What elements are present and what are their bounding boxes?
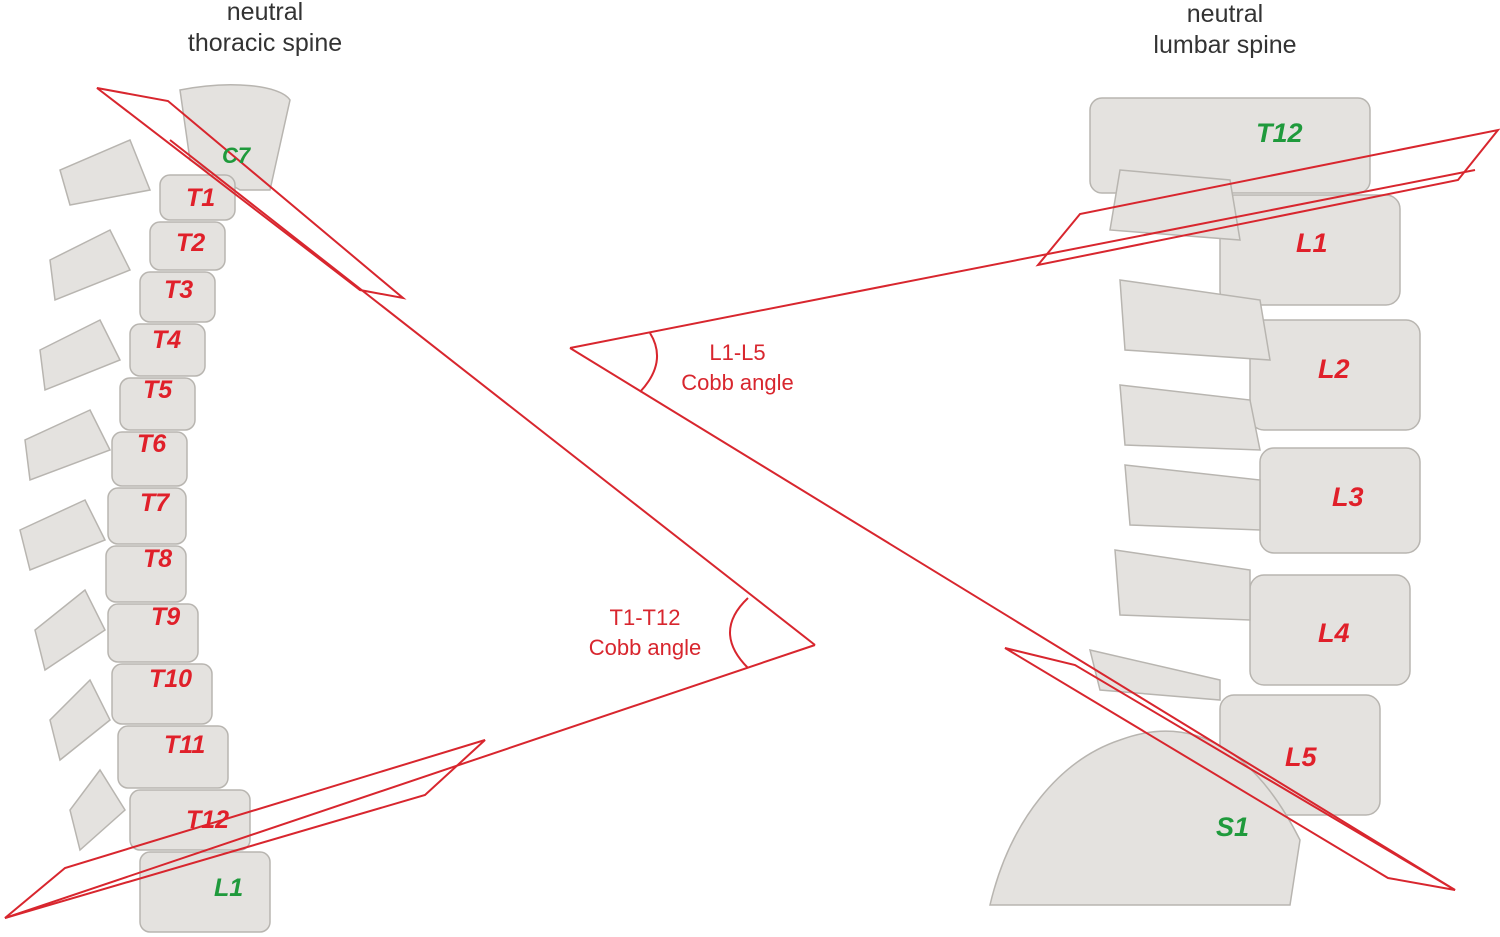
- t1-endplate-line: [169, 139, 816, 646]
- vertebra-label-l1-left: L1: [214, 874, 244, 902]
- left-title-line1: neutral: [226, 0, 304, 26]
- vertebra-label-t12-right: T12: [1256, 118, 1303, 148]
- vertebra-label-t9: T9: [151, 603, 181, 631]
- lumbar-spine-illustration: [989, 97, 1421, 906]
- thoracic-spine-illustration: [19, 84, 291, 933]
- vertebra-label-t5: T5: [143, 376, 173, 404]
- vertebra-label-l3: L3: [1332, 482, 1364, 512]
- vertebra-label-t8: T8: [143, 545, 173, 573]
- right-title-line1: neutral: [1186, 0, 1264, 28]
- t1-t12-angle-line2: Cobb angle: [588, 635, 702, 660]
- vertebra-label-s1: S1: [1216, 812, 1250, 842]
- vertebra-label-t6: T6: [137, 430, 167, 458]
- t1-t12-cobb-angle-label: T1-T12 Cobb angle: [565, 603, 725, 663]
- l1-endplate-line: [569, 169, 1476, 349]
- vertebra-label-l1: L1: [1296, 228, 1328, 258]
- vertebra-label-l2: L2: [1318, 354, 1350, 384]
- l1-l5-angle-line1: L1-L5: [709, 340, 766, 365]
- l1-l5-angle-arc: [639, 332, 658, 393]
- right-title: neutral lumbar spine: [1125, 0, 1325, 61]
- t12-endplate-line: [4, 644, 816, 919]
- vertebra-label-t7: T7: [140, 489, 170, 517]
- l1-l5-cobb-angle-label: L1-L5 Cobb angle: [660, 338, 815, 398]
- vertebra-label-t2: T2: [176, 229, 206, 257]
- left-title: neutral thoracic spine: [165, 0, 365, 59]
- vertebra-label-t11: T11: [164, 731, 206, 759]
- vertebra-label-t12: T12: [186, 806, 230, 834]
- l5-plane: [1004, 647, 1456, 891]
- vertebra-label-t10: T10: [149, 665, 193, 693]
- left-title-line2: thoracic spine: [187, 29, 343, 57]
- vertebra-label-t4: T4: [152, 326, 182, 354]
- t1-t12-angle-line1: T1-T12: [609, 605, 681, 630]
- vertebra-label-t1: T1: [186, 184, 216, 212]
- l1-l5-angle-line2: Cobb angle: [681, 370, 794, 395]
- vertebra-label-c7: C7: [222, 143, 251, 168]
- vertebra-label-l4: L4: [1318, 618, 1350, 648]
- l1-plane: [1035, 128, 1500, 267]
- l5-endplate-line: [569, 347, 1456, 891]
- vertebra-label-l5: L5: [1285, 742, 1317, 772]
- vertebra-label-t3: T3: [164, 276, 194, 304]
- cobb-lines: [4, 87, 1500, 919]
- t1-plane: [96, 87, 407, 300]
- right-title-line2: lumbar spine: [1153, 31, 1297, 59]
- t12-plane: [4, 739, 486, 919]
- t1-t12-angle-arc: [729, 597, 749, 669]
